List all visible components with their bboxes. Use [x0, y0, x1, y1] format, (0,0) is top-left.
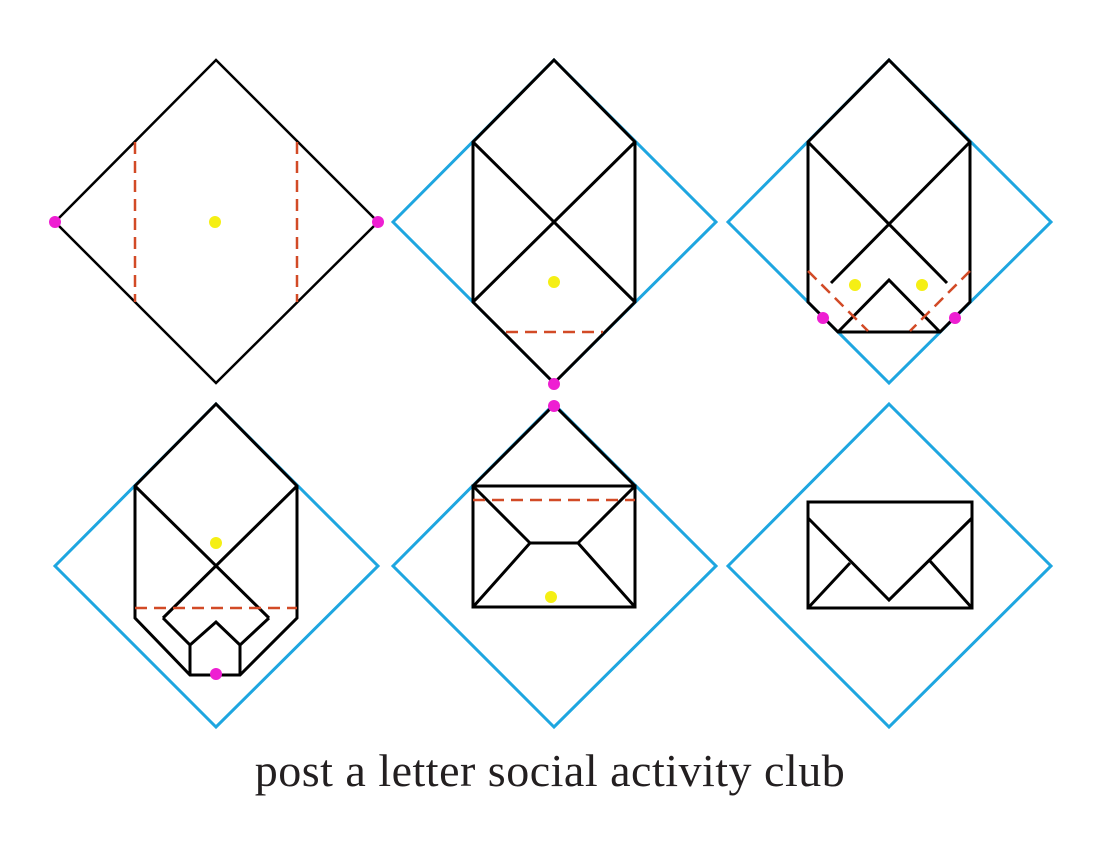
step-2	[390, 57, 719, 390]
folded-shape	[806, 57, 972, 334]
crease	[829, 140, 972, 285]
pink-dot-icon	[49, 216, 61, 228]
envelope-folding-diagram	[49, 57, 1054, 730]
pink-dot-icon	[372, 216, 384, 228]
yellow-dot-icon	[548, 276, 560, 288]
envelope-crease	[806, 561, 852, 610]
step-3	[725, 57, 1054, 386]
paper-edge	[390, 401, 719, 730]
folded-point	[189, 619, 242, 647]
crease	[133, 484, 271, 620]
fold-line	[909, 270, 971, 332]
paper-edge	[725, 57, 1054, 386]
step-4	[52, 401, 381, 730]
inner-fold	[471, 484, 532, 545]
envelope-flap	[806, 516, 974, 603]
yellow-dot-icon	[210, 537, 222, 549]
pink-dot-icon	[210, 668, 222, 680]
pink-dot-icon	[949, 312, 961, 324]
yellow-dot-icon	[209, 216, 221, 228]
yellow-dot-icon	[849, 279, 861, 291]
top-flap	[471, 402, 637, 488]
paper-outline	[53, 58, 380, 385]
pink-dot-icon	[817, 312, 829, 324]
envelope-crease	[928, 560, 974, 609]
crease	[806, 140, 949, 285]
yellow-dot-icon	[545, 591, 557, 603]
crease	[471, 140, 637, 304]
step-6	[725, 401, 1054, 730]
caption: post a letter social activity club	[254, 745, 846, 796]
paper-edge	[52, 401, 381, 730]
yellow-dot-icon	[916, 279, 928, 291]
fold-line	[807, 270, 869, 332]
pink-dot-icon	[548, 378, 560, 390]
inner-fold	[471, 541, 637, 608]
folded-point	[836, 277, 942, 334]
inner-fold	[576, 484, 637, 545]
crease	[161, 484, 299, 620]
step-5	[390, 400, 719, 730]
pink-dot-icon	[548, 400, 560, 412]
finished-envelope	[806, 500, 974, 610]
step-1	[49, 58, 384, 385]
envelope-body	[471, 484, 637, 609]
paper-edge	[725, 401, 1054, 730]
